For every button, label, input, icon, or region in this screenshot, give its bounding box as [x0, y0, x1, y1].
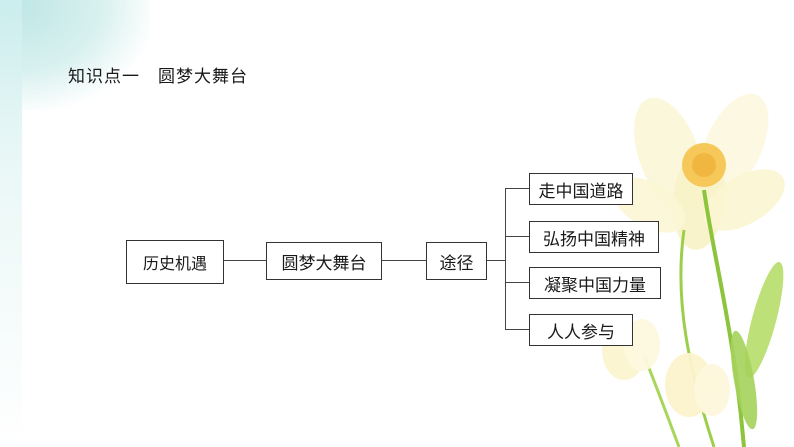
connector-root-center — [222, 260, 266, 261]
page-title: 知识点一 圆梦大舞台 — [68, 67, 248, 87]
flower-decoration-icon — [602, 93, 785, 447]
connector-center-hub — [380, 260, 426, 261]
connector-spine — [505, 188, 506, 329]
branch-node: 弘扬中国精神 — [529, 221, 659, 253]
branch-node: 人人参与 — [529, 314, 633, 346]
connector-branch-3 — [505, 282, 529, 283]
corner-gradient — [0, 0, 150, 110]
connector-hub-spine — [485, 260, 505, 261]
connector-branch-4 — [505, 329, 529, 330]
left-gradient-strip — [0, 0, 22, 447]
center-node: 圆梦大舞台 — [266, 242, 382, 280]
hub-node: 途径 — [426, 242, 487, 280]
connector-branch-2 — [505, 236, 529, 237]
branch-node: 走中国道路 — [529, 173, 633, 205]
branch-node: 凝聚中国力量 — [529, 267, 661, 299]
connector-branch-1 — [505, 188, 529, 189]
root-node: 历史机遇 — [126, 240, 224, 284]
